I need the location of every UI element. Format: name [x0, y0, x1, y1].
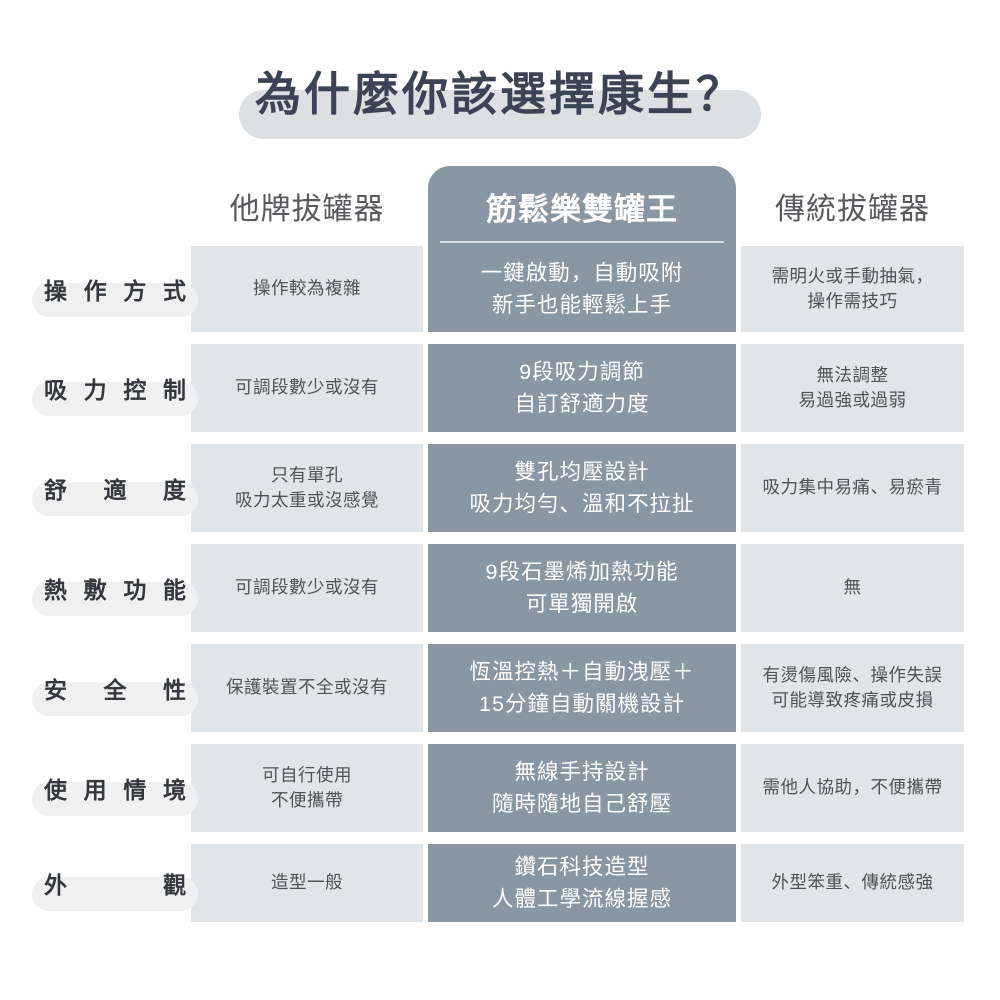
product-header-divider [440, 241, 724, 243]
column-header-product-text: 筋鬆樂雙罐王 [486, 191, 678, 227]
cell-traditional: 外型笨重、傳統感強 [741, 844, 964, 922]
column-header-other: 他牌拔罐器 [229, 193, 385, 226]
table-row-label: 熱敷功能 [32, 544, 198, 632]
table-row-label: 安全性 [32, 644, 198, 732]
row-label-pill: 熱敷功能 [32, 571, 198, 616]
row-label-pill: 舒適度 [32, 471, 198, 516]
row-label-text: 舒適度 [44, 477, 186, 503]
column-header-spacer [38, 166, 186, 246]
comparison-table: 他牌拔罐器 筋鬆樂雙罐王 傳統拔罐器 操作方式 操作較為複雜 一鍵啟動，自動吸附… [32, 166, 964, 934]
cell-other: 操作較為複雜 [191, 246, 423, 332]
cell-product: 9段吸力調節 自訂舒適力度 [428, 344, 736, 432]
row-label-pill: 吸力控制 [32, 371, 198, 416]
table-row-label: 操作方式 [32, 246, 198, 332]
row-label-pill: 安全性 [32, 671, 198, 716]
cell-product: 一鍵啟動，自動吸附 新手也能輕鬆上手 [428, 246, 736, 332]
cell-other: 只有單孔 吸力太重或沒感覺 [191, 444, 423, 532]
row-label-text: 安全性 [44, 677, 186, 703]
cell-other: 可自行使用 不便攜帶 [191, 744, 423, 832]
cell-product: 鑽石科技造型 人體工學流線握感 [428, 844, 736, 922]
cell-product: 9段石墨烯加熱功能 可單獨開啟 [428, 544, 736, 632]
row-label-pill: 外觀 [32, 866, 198, 911]
row-label-text: 使用情境 [44, 777, 186, 803]
cell-traditional: 需他人協助，不便攜帶 [741, 744, 964, 832]
column-header-traditional: 傳統拔罐器 [775, 193, 930, 226]
page-title-text: 為什麼你該選擇康生？ [255, 68, 745, 120]
cell-other: 保護裝置不全或沒有 [191, 644, 423, 732]
cell-product: 雙孔均壓設計 吸力均勻、溫和不拉扯 [428, 444, 736, 532]
row-label-pill: 操作方式 [32, 272, 198, 317]
table-row-label: 使用情境 [32, 744, 198, 832]
cell-traditional: 有燙傷風險、操作失誤 可能導致疼痛或皮損 [741, 644, 964, 732]
cell-other: 可調段數少或沒有 [191, 344, 423, 432]
page-header: 為什麼你該選擇康生？ [0, 0, 1000, 139]
table-row-label: 吸力控制 [32, 344, 198, 432]
cell-product: 恆溫控熱＋自動洩壓＋ 15分鐘自動關機設計 [428, 644, 736, 732]
cell-traditional: 無法調整 易過強或過弱 [741, 344, 964, 432]
cell-traditional: 無 [741, 544, 964, 632]
row-label-text: 外觀 [44, 872, 186, 898]
cell-traditional: 吸力集中易痛、易瘀青 [741, 444, 964, 532]
row-label-text: 操作方式 [44, 278, 186, 304]
table-row-label: 舒適度 [32, 444, 198, 532]
cell-other: 可調段數少或沒有 [191, 544, 423, 632]
column-header-product: 筋鬆樂雙罐王 [428, 166, 736, 246]
page-title: 為什麼你該選擇康生？ [239, 58, 761, 139]
cell-product: 無線手持設計 隨時隨地自己舒壓 [428, 744, 736, 832]
row-label-text: 吸力控制 [44, 377, 186, 403]
row-label-text: 熱敷功能 [44, 577, 186, 603]
cell-traditional: 需明火或手動抽氣， 操作需技巧 [741, 246, 964, 332]
row-label-pill: 使用情境 [32, 771, 198, 816]
table-row-label: 外觀 [32, 844, 198, 922]
cell-other: 造型一般 [191, 844, 423, 922]
